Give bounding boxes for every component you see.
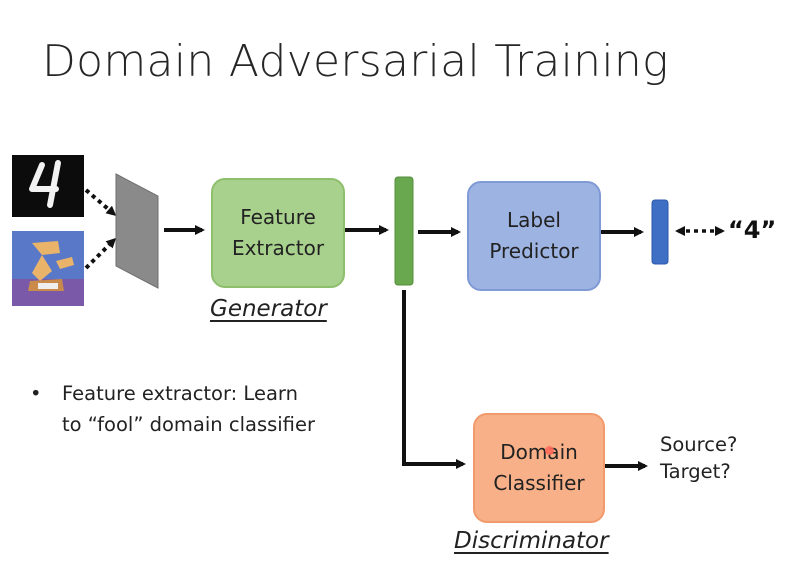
feature-extractor-label: Feature Extractor (231, 205, 325, 260)
colored-digit-image (12, 231, 84, 306)
discriminator-caption: Discriminator (454, 528, 609, 554)
pointer-dot (545, 446, 554, 455)
bullet-text: Feature extractor: Learn to “fool” domai… (62, 382, 315, 436)
domain-output-text: Source? Target? (660, 433, 738, 483)
bullet-marker: • (30, 382, 42, 405)
feature-extractor-box: Feature Extractor (211, 178, 345, 288)
dotted-arrow-mnist (84, 188, 117, 216)
dotted-arrow-colored (84, 237, 117, 270)
domain-classifier-label: Domain Classifier (493, 440, 585, 495)
slide-title: Domain Adversarial Training (42, 36, 669, 87)
label-predictor-label: Label Predictor (489, 208, 579, 263)
domain-classifier-box: Domain Classifier (473, 413, 605, 523)
predicted-label-output: “4” (728, 216, 777, 244)
input-plane (115, 173, 159, 289)
mnist-digit-image (12, 155, 84, 217)
label-vector (651, 199, 669, 265)
generator-caption: Generator (210, 296, 327, 322)
label-predictor-box: Label Predictor (467, 181, 601, 291)
feature-vector (394, 176, 414, 286)
arrow-feature-to-domain (402, 290, 466, 469)
